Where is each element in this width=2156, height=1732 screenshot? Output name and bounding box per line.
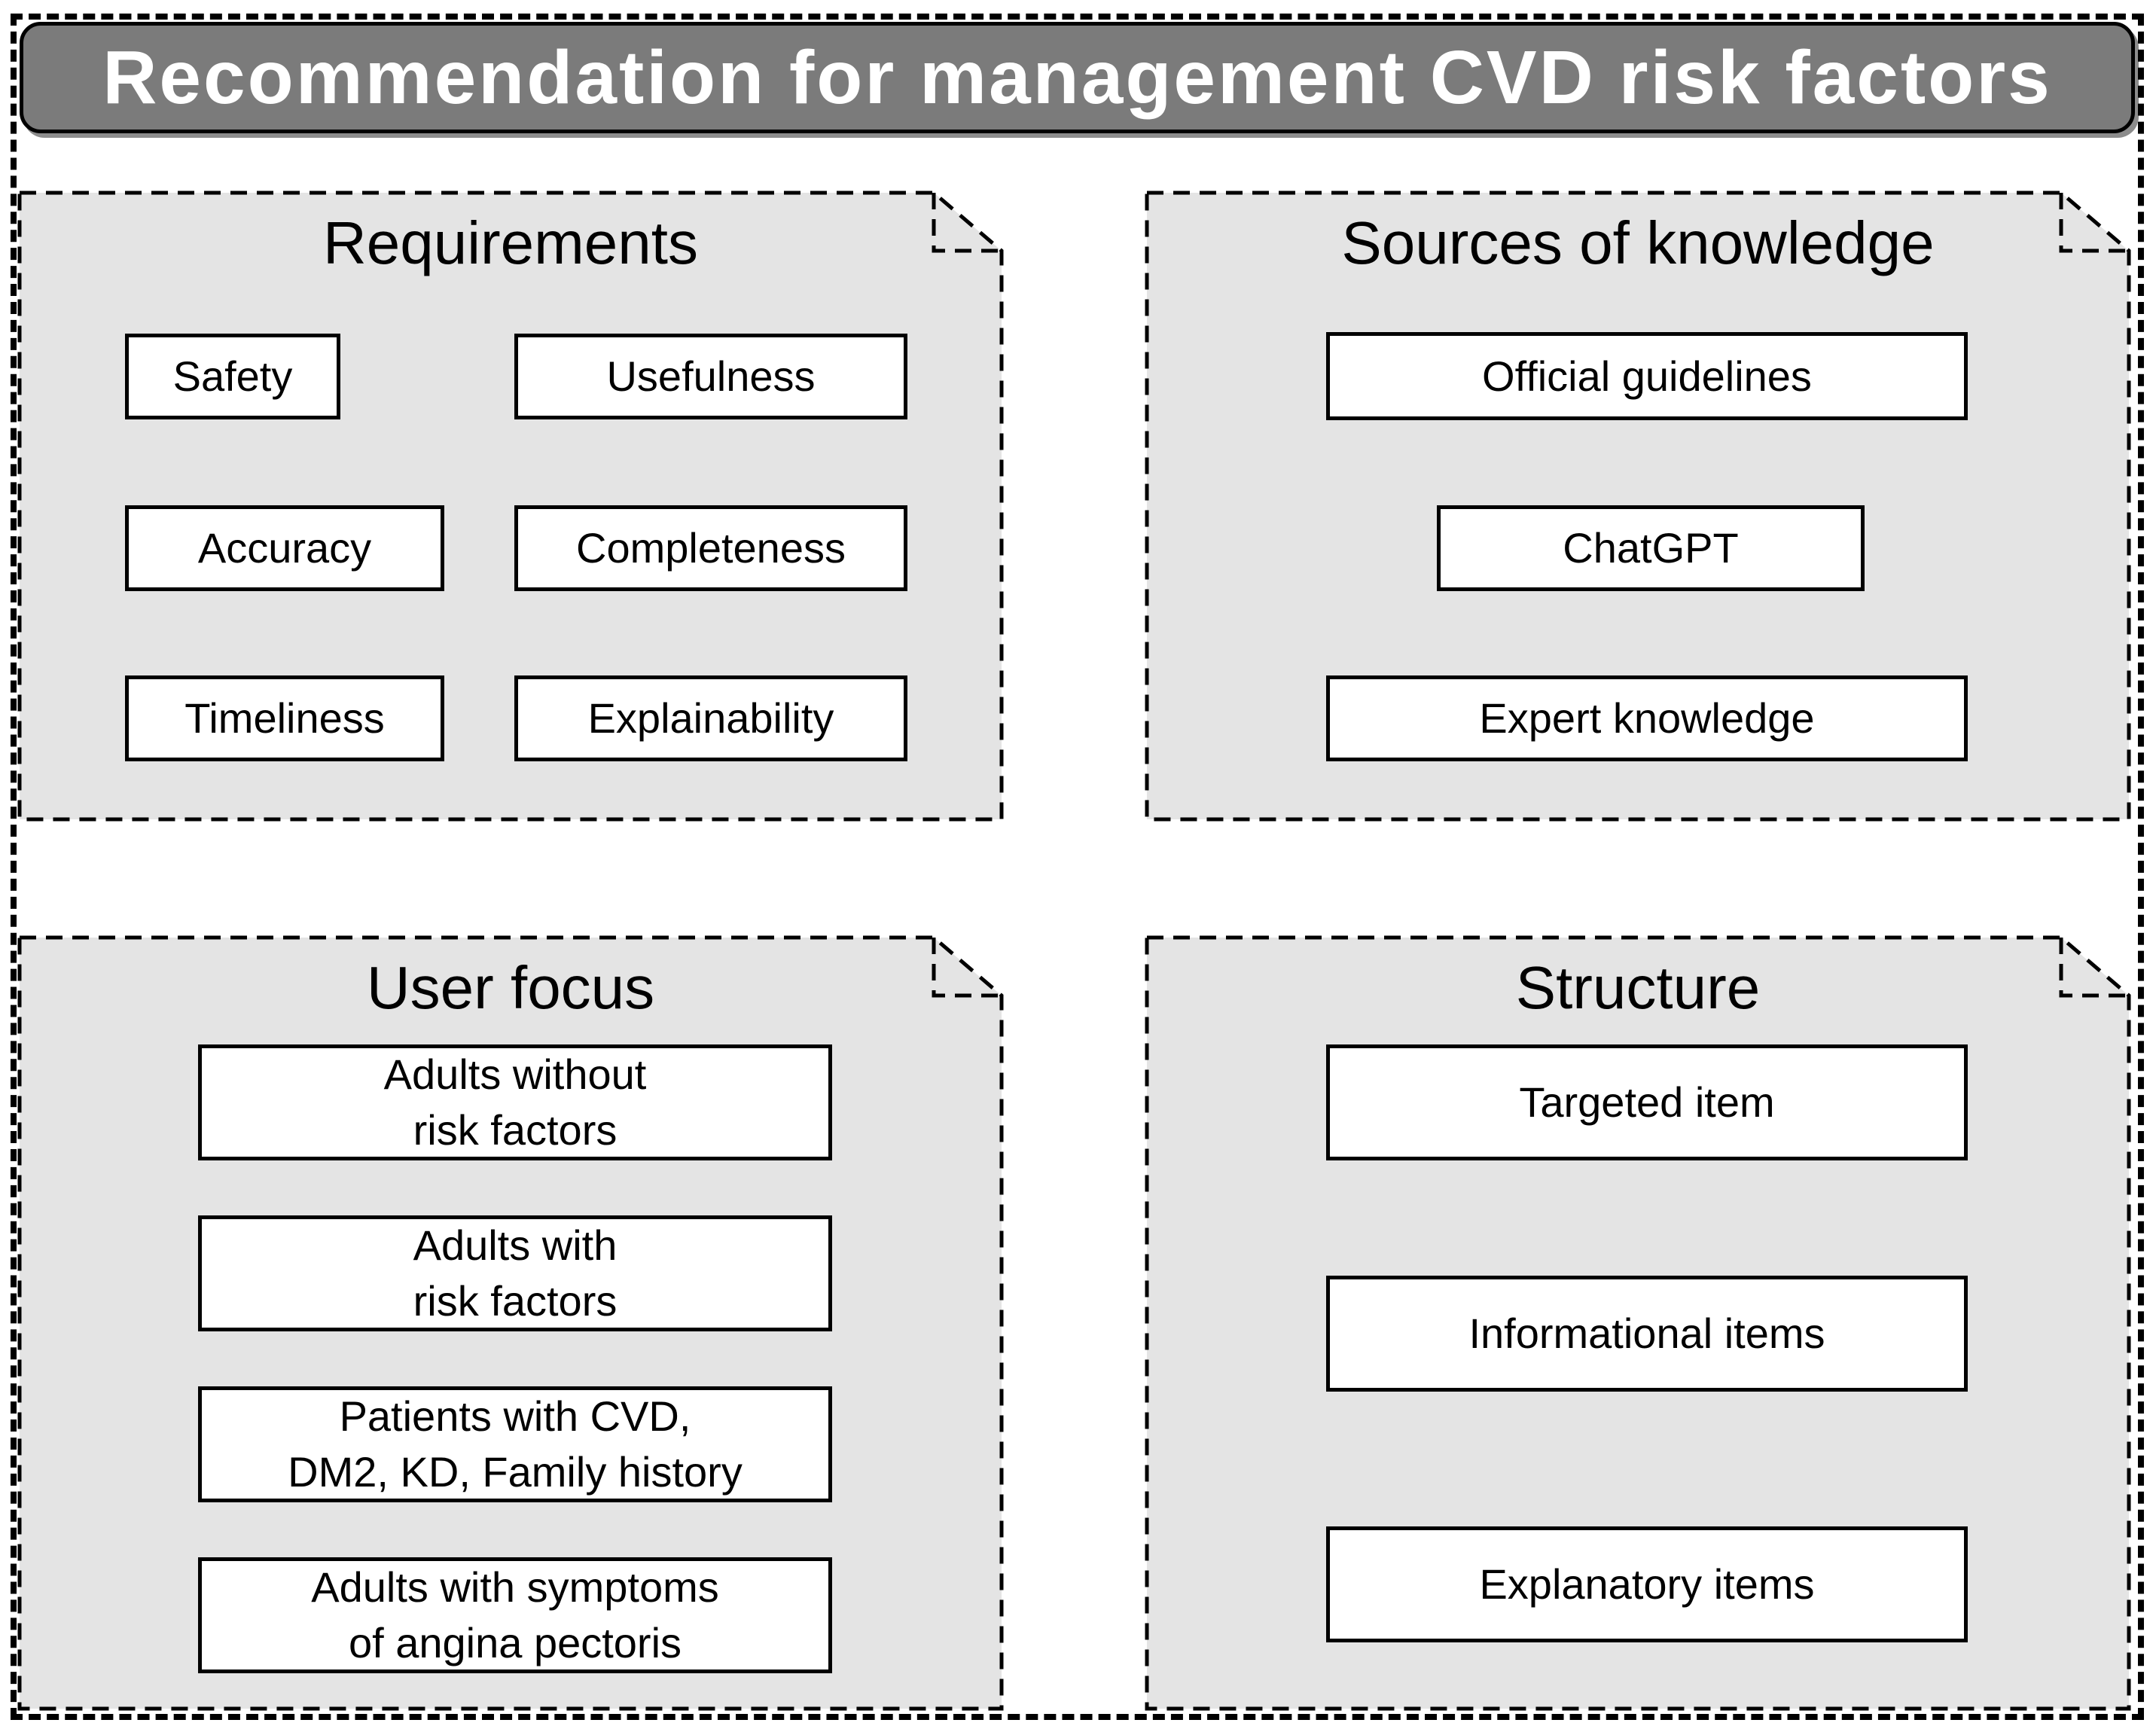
panel-title-structure: Structure xyxy=(1515,954,1761,1021)
panel-requirements: Requirements Safety Usefulness Accuracy … xyxy=(17,191,1004,822)
folded-corner-decoration xyxy=(932,938,1002,998)
box-expert-knowledge: Expert knowledge xyxy=(1326,675,1968,761)
box-patients-with-cvd-dm2-kd-family-history: Patients with CVD, DM2, KD, Family histo… xyxy=(198,1386,832,1502)
box-safety: Safety xyxy=(125,334,340,419)
box-targeted-item: Targeted item xyxy=(1326,1044,1968,1160)
box-accuracy: Accuracy xyxy=(125,505,444,591)
box-timeliness: Timeliness xyxy=(125,675,444,761)
box-usefulness: Usefulness xyxy=(514,334,907,419)
box-completeness: Completeness xyxy=(514,505,907,591)
box-informational-items: Informational items xyxy=(1326,1276,1968,1392)
folded-corner-decoration xyxy=(2059,193,2129,253)
figure-title: Recommendation for management CVD risk f… xyxy=(102,35,2052,120)
box-official-guidelines: Official guidelines xyxy=(1326,332,1968,420)
title-bar: Recommendation for management CVD risk f… xyxy=(20,22,2135,133)
box-adults-with-risk-factors: Adults with risk factors xyxy=(198,1215,832,1331)
folded-corner-decoration xyxy=(2059,938,2129,998)
box-adults-with-symptoms-of-angina-pectoris: Adults with symptoms of angina pectoris xyxy=(198,1557,832,1673)
box-explanatory-items: Explanatory items xyxy=(1326,1526,1968,1642)
folded-corner-decoration xyxy=(932,193,1002,253)
figure-dotted-border xyxy=(11,14,2144,1720)
box-chatgpt: ChatGPT xyxy=(1437,505,1865,591)
panel-structure: Structure Targeted item Informational it… xyxy=(1145,935,2131,1711)
panel-title-sources-of-knowledge: Sources of knowledge xyxy=(1341,209,1935,276)
panel-sources-of-knowledge: Sources of knowledge Official guidelines… xyxy=(1145,191,2131,822)
panel-title-requirements: Requirements xyxy=(322,209,698,276)
box-adults-without-risk-factors: Adults without risk factors xyxy=(198,1044,832,1160)
panel-title-user-focus: User focus xyxy=(366,954,655,1021)
box-explainability: Explainability xyxy=(514,675,907,761)
panel-user-focus: User focus Adults without risk factors A… xyxy=(17,935,1004,1711)
